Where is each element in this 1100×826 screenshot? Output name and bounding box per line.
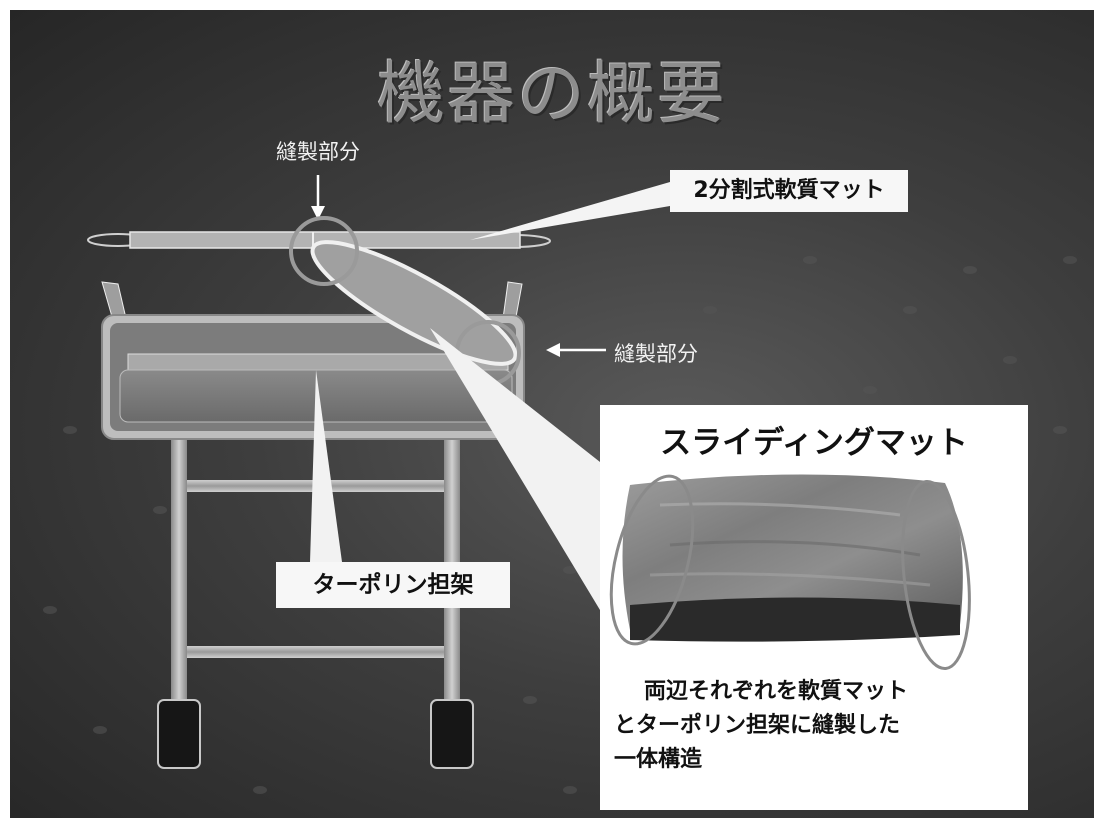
panel-sewn-circle-left: [609, 474, 695, 646]
photo-callout-wedge: [430, 328, 600, 610]
sewn-part-label-top: 縫製部分: [276, 140, 360, 164]
sewn-circle-top: [289, 216, 359, 286]
description-line: とターポリン担架に縫製した: [614, 713, 901, 738]
description-line: 両辺それぞれを軟質マット: [644, 679, 909, 704]
right-wheel: [430, 699, 474, 769]
left-leg: [171, 440, 187, 716]
lower-crossbar: [187, 646, 444, 658]
sewn-part-label-right: 縫製部分: [614, 342, 698, 366]
slide: 機器の概要 縫製部分 縫製部分 2分割式軟質マット ターポリン担架 スライディン…: [10, 10, 1094, 818]
description-line: 一体構造: [614, 747, 703, 772]
sliding-mat-photo: [609, 474, 971, 671]
tarpaulin-callout-wedge: [310, 370, 342, 562]
soft-mat-callout-wedge: [470, 182, 670, 240]
sliding-mat-panel: スライディングマット 両辺それぞれを軟質マット とターポリン担架に縫製した 一体: [600, 405, 1028, 810]
stretcher-diagram: [43, 175, 1077, 794]
soft-mat-label: 2分割式軟質マット: [670, 170, 908, 212]
panel-title: スライディングマット: [660, 425, 968, 461]
tarpaulin-stretcher-label: ターポリン担架: [276, 562, 510, 608]
page-title: 機器の概要: [376, 55, 727, 134]
panel-description: 両辺それぞれを軟質マット とターポリン担架に縫製した 一体構造: [614, 675, 1024, 777]
panel-sewn-circle-right: [901, 479, 971, 671]
left-wheel: [157, 699, 201, 769]
